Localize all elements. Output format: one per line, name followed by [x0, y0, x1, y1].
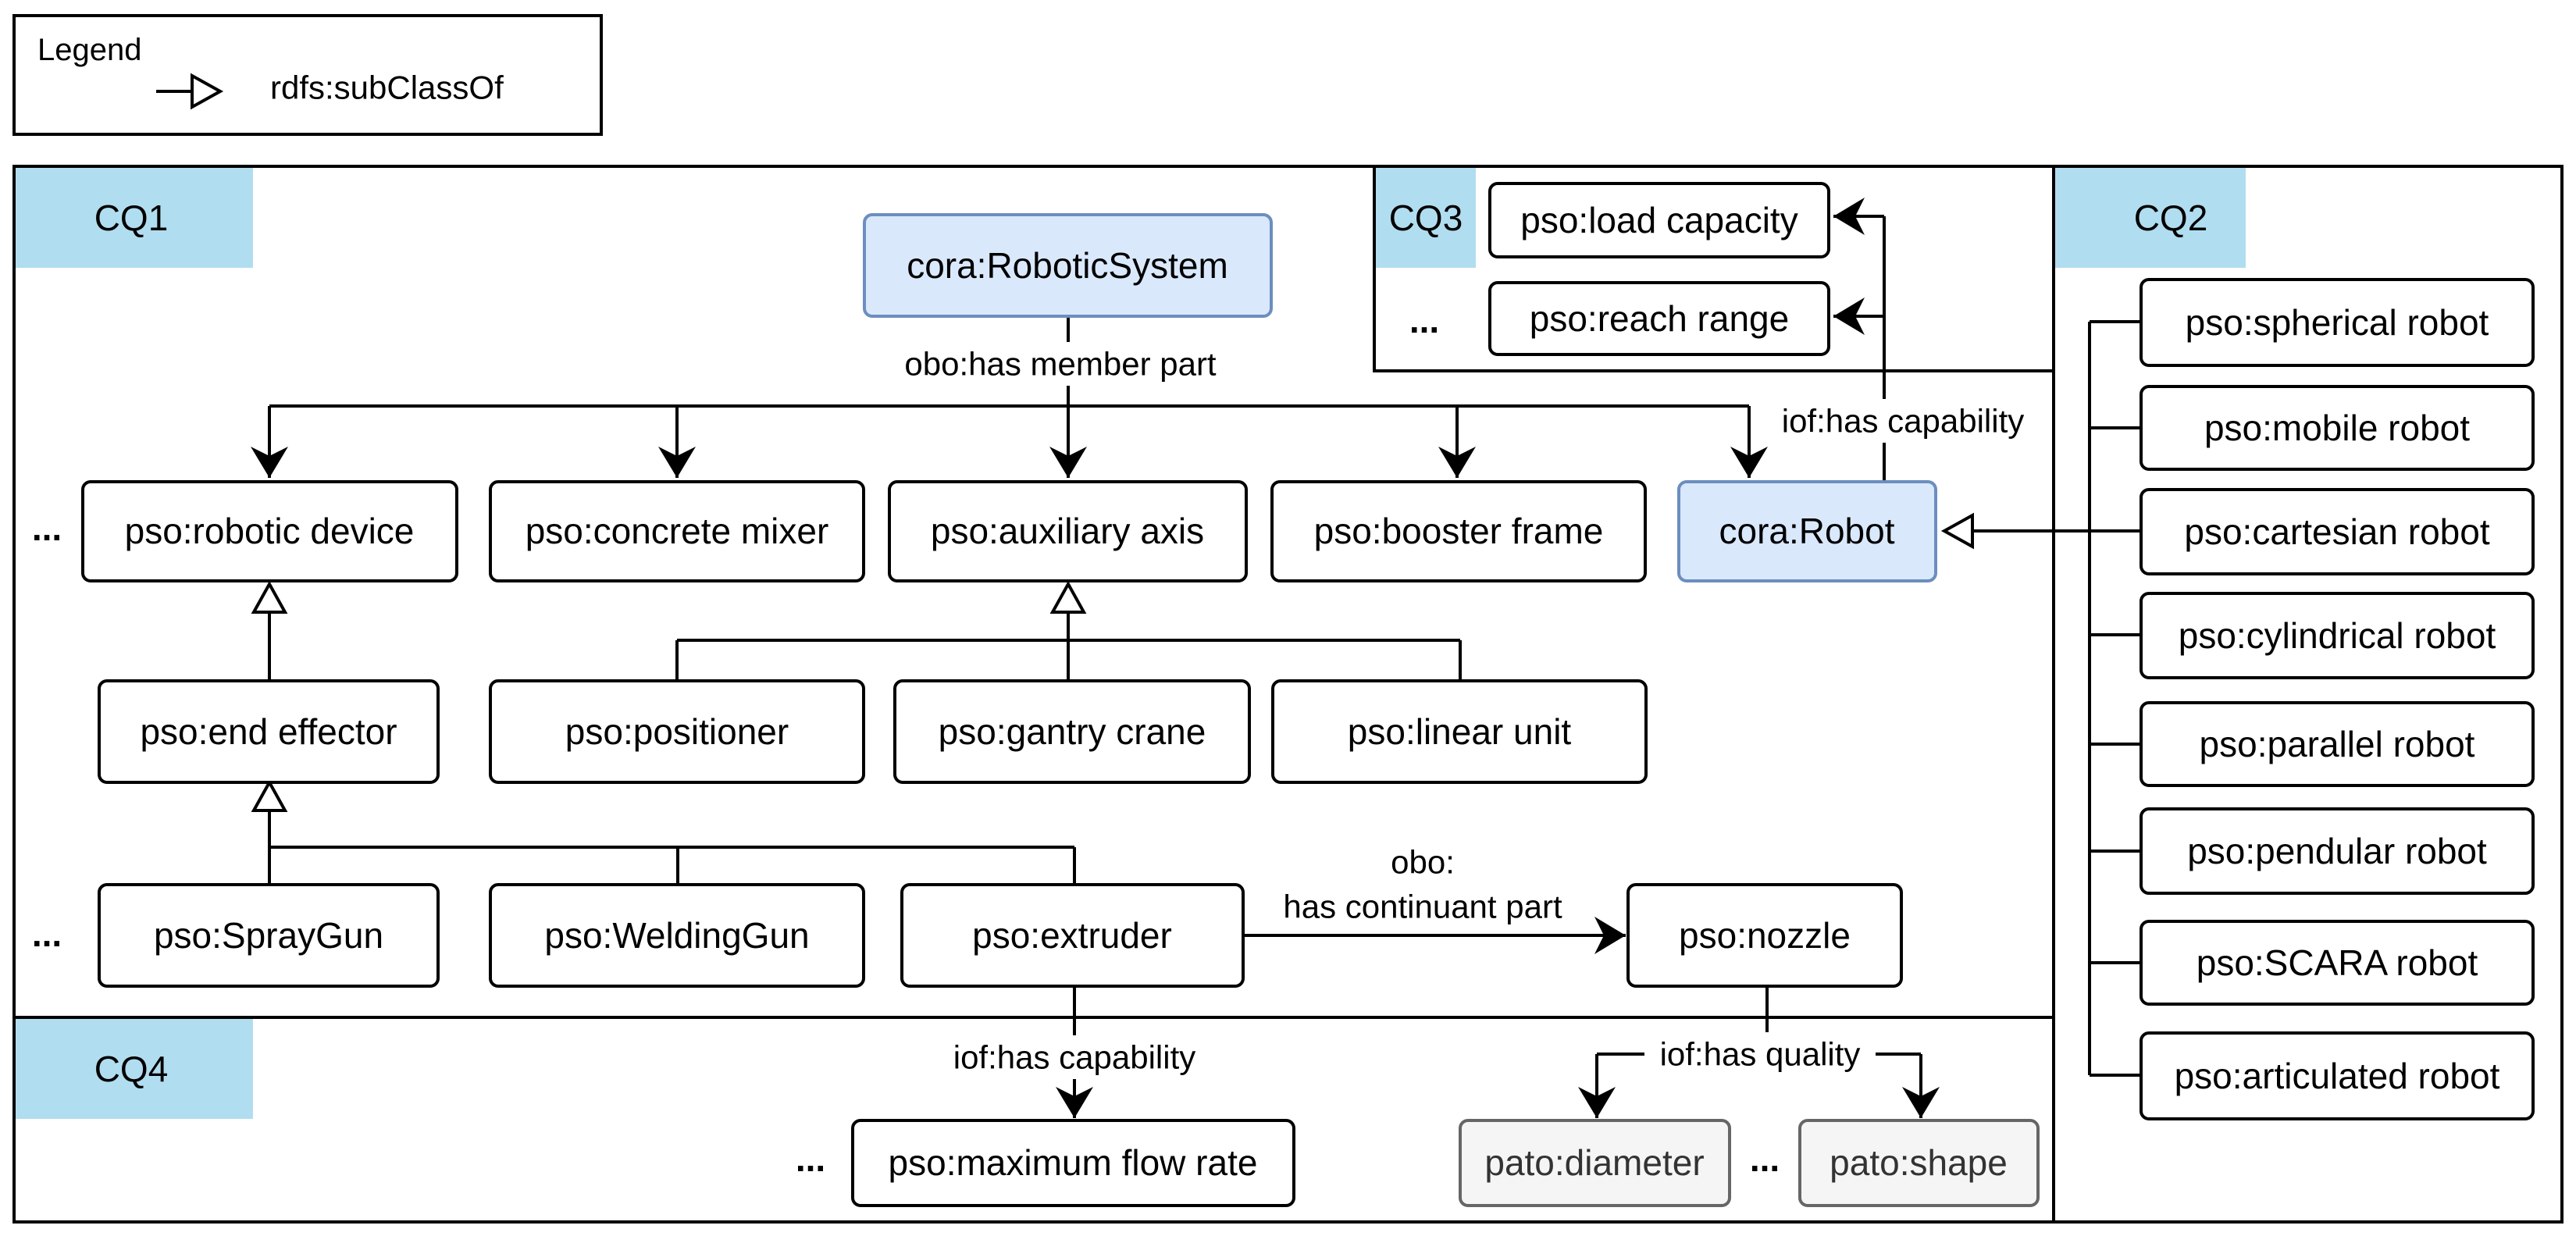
svg-text:pso:concrete mixer: pso:concrete mixer — [526, 511, 829, 551]
label-has-quality: iof:has quality — [1660, 1036, 1861, 1073]
svg-text:CQ2: CQ2 — [2134, 198, 2208, 238]
node-pato-shape[interactable]: pato:shape — [1798, 1119, 2040, 1207]
svg-text:cora:RoboticSystem: cora:RoboticSystem — [907, 245, 1228, 286]
node-pato-diameter[interactable]: pato:diameter — [1459, 1119, 1731, 1207]
svg-text:pso:spherical robot: pso:spherical robot — [2186, 302, 2489, 343]
svg-text:pso:linear unit: pso:linear unit — [1348, 711, 1572, 752]
cq1-label: CQ1 — [16, 168, 253, 268]
svg-text:pso:pendular robot: pso:pendular robot — [2187, 831, 2487, 871]
svg-text:pato:shape: pato:shape — [1830, 1142, 2008, 1183]
label-continuant-part-2: has continuant part — [1283, 889, 1562, 925]
svg-text:pso:cartesian robot: pso:cartesian robot — [2184, 511, 2489, 552]
node-robotic-device[interactable]: pso:robotic device — [81, 480, 458, 582]
node-robot[interactable]: cora:Robot — [1677, 480, 1937, 582]
cq4-label: CQ4 — [16, 1019, 253, 1119]
legend-title: Legend — [37, 33, 141, 67]
node-cylindrical-robot[interactable]: pso:cylindrical robot — [2140, 592, 2535, 679]
label-extruder-has-capability: iof:has capability — [953, 1039, 1196, 1076]
section-frames — [12, 165, 2564, 1224]
svg-text:pso:parallel robot: pso:parallel robot — [2200, 724, 2475, 764]
svg-text:pso:load capacity: pso:load capacity — [1520, 200, 1797, 240]
cq2-label: CQ2 — [2055, 168, 2246, 268]
node-max-flow-rate[interactable]: pso:maximum flow rate — [851, 1119, 1295, 1207]
svg-text:pso:auxiliary axis: pso:auxiliary axis — [931, 511, 1204, 551]
svg-text:pso:positioner: pso:positioner — [565, 711, 789, 752]
node-spray-gun[interactable]: pso:SprayGun — [98, 883, 440, 988]
node-scara-robot[interactable]: pso:SCARA robot — [2140, 920, 2535, 1006]
svg-text:pso:SprayGun: pso:SprayGun — [154, 915, 383, 956]
node-nozzle[interactable]: pso:nozzle — [1626, 883, 1903, 988]
node-mobile-robot[interactable]: pso:mobile robot — [2140, 385, 2535, 471]
svg-text:pso:SCARA robot: pso:SCARA robot — [2197, 942, 2478, 983]
node-gantry-crane[interactable]: pso:gantry crane — [893, 679, 1251, 784]
ellipsis-pato: ... — [1750, 1138, 1780, 1179]
ellipsis-reach-range: ... — [1409, 300, 1439, 340]
node-concrete-mixer[interactable]: pso:concrete mixer — [489, 480, 865, 582]
svg-text:pso:maximum flow rate: pso:maximum flow rate — [889, 1142, 1258, 1183]
node-parallel-robot[interactable]: pso:parallel robot — [2140, 701, 2535, 787]
svg-text:pso:WeldingGun: pso:WeldingGun — [544, 915, 809, 956]
ellipsis-spray-gun: ... — [32, 914, 62, 954]
legend: Legend rdfs:subClassOf — [12, 14, 603, 136]
node-spherical-robot[interactable]: pso:spherical robot — [2140, 278, 2535, 367]
outer-frame — [12, 165, 2564, 1224]
svg-text:cora:Robot: cora:Robot — [1719, 511, 1894, 551]
node-cartesian-robot[interactable]: pso:cartesian robot — [2140, 488, 2535, 575]
edge-labels: obo:has member part iof:has capability o… — [876, 342, 2046, 1079]
ellipsis-markers: ... ... ... ... ... — [32, 300, 1780, 1179]
node-extruder[interactable]: pso:extruder — [900, 883, 1245, 988]
svg-text:CQ1: CQ1 — [94, 198, 169, 238]
node-booster-frame[interactable]: pso:booster frame — [1270, 480, 1647, 582]
node-linear-unit[interactable]: pso:linear unit — [1271, 679, 1648, 784]
svg-text:pso:gantry crane: pso:gantry crane — [939, 711, 1206, 752]
node-articulated-robot[interactable]: pso:articulated robot — [2140, 1031, 2535, 1120]
svg-text:pso:booster frame: pso:booster frame — [1314, 511, 1604, 551]
svg-text:pso:articulated robot: pso:articulated robot — [2175, 1056, 2500, 1096]
node-end-effector[interactable]: pso:end effector — [98, 679, 440, 784]
cq3-frame — [1373, 166, 2054, 372]
svg-text:pso:mobile robot: pso:mobile robot — [2204, 408, 2470, 448]
svg-text:pso:end effector: pso:end effector — [140, 711, 397, 752]
svg-text:pso:robotic device: pso:robotic device — [125, 511, 415, 551]
svg-text:CQ3: CQ3 — [1389, 198, 1463, 238]
ellipsis-max-flow-rate: ... — [796, 1138, 825, 1179]
cq3-label: CQ3 — [1376, 168, 1476, 268]
svg-text:pso:nozzle: pso:nozzle — [1679, 915, 1851, 956]
node-load-capacity[interactable]: pso:load capacity — [1488, 182, 1830, 258]
node-reach-range[interactable]: pso:reach range — [1488, 281, 1830, 356]
svg-text:pato:diameter: pato:diameter — [1484, 1142, 1704, 1183]
legend-subclass-label: rdfs:subClassOf — [270, 69, 504, 106]
label-continuant-part-1: obo: — [1391, 844, 1455, 881]
svg-text:pso:cylindrical robot: pso:cylindrical robot — [2179, 615, 2496, 656]
label-has-member-part: obo:has member part — [904, 346, 1217, 383]
svg-text:CQ4: CQ4 — [94, 1049, 169, 1089]
node-welding-gun[interactable]: pso:WeldingGun — [489, 883, 865, 988]
ellipsis-robotic-device: ... — [32, 508, 62, 548]
node-auxiliary-axis[interactable]: pso:auxiliary axis — [888, 480, 1248, 582]
svg-text:pso:extruder: pso:extruder — [972, 915, 1172, 956]
svg-text:pso:reach range: pso:reach range — [1530, 298, 1789, 339]
node-pendular-robot[interactable]: pso:pendular robot — [2140, 807, 2535, 895]
label-robot-has-capability: iof:has capability — [1782, 403, 2025, 440]
node-positioner[interactable]: pso:positioner — [489, 679, 865, 784]
node-robotic-system[interactable]: cora:RoboticSystem — [863, 213, 1273, 318]
